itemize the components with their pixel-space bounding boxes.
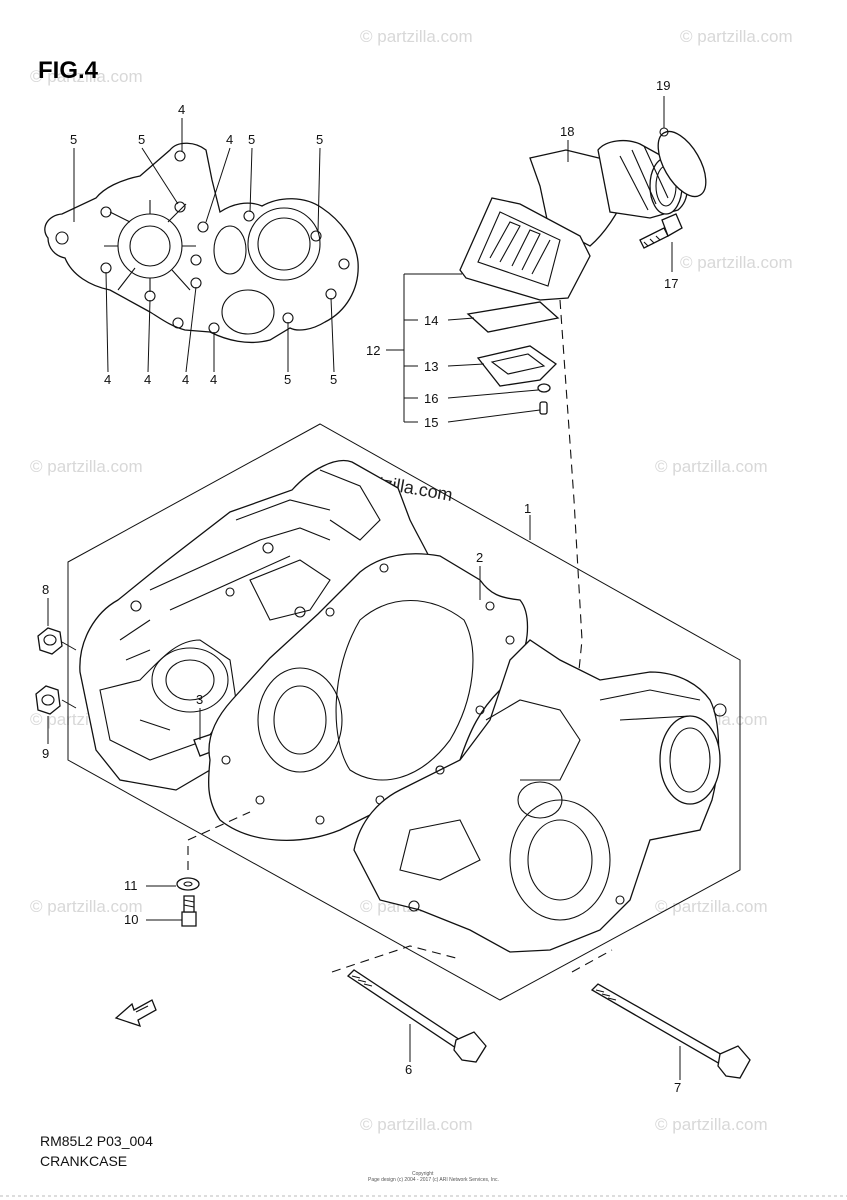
watermark: © partzilla.com	[30, 67, 143, 86]
leaders-bolts	[331, 945, 681, 1080]
watermark: © partzilla.com	[680, 253, 793, 272]
figure-name: CRANKCASE	[40, 1153, 127, 1169]
leaders-left	[47, 598, 251, 921]
watermark: © partzilla.com	[655, 897, 768, 916]
fastener-10	[181, 895, 197, 927]
callout-4[interactable]: 4	[210, 372, 217, 387]
bolt-17	[639, 213, 683, 249]
callout-13[interactable]: 13	[424, 359, 438, 374]
copyright-line: Page design (c) 2004 - 2017 (c) ARI Netw…	[368, 1177, 499, 1183]
callout-19[interactable]: 19	[656, 78, 670, 93]
callout-5[interactable]: 5	[248, 132, 255, 147]
watermark: © partzilla.com	[680, 27, 793, 46]
callout-11[interactable]: 11	[124, 878, 138, 893]
callout-8[interactable]: 8	[42, 582, 49, 597]
callout-4[interactable]: 4	[182, 372, 189, 387]
callout-4[interactable]: 4	[226, 132, 233, 147]
callout-4[interactable]: 4	[104, 372, 111, 387]
callout-17[interactable]: 17	[664, 276, 678, 291]
crankcase-right	[353, 639, 727, 953]
reed-valve	[459, 197, 591, 301]
callout-4[interactable]: 4	[178, 102, 185, 117]
bolt-7	[590, 983, 751, 1079]
crankcase-frame	[67, 423, 741, 1001]
fwd-arrow-icon	[114, 999, 157, 1028]
callout-2[interactable]: 2	[476, 550, 483, 565]
callout-3[interactable]: 3	[196, 692, 203, 707]
intake-pipe	[529, 127, 707, 247]
callout-12[interactable]: 12	[366, 343, 380, 358]
bolt-6	[346, 969, 487, 1063]
fastener-8	[37, 627, 63, 655]
reed-parts	[466, 301, 560, 415]
fastener-9	[35, 685, 61, 715]
copyright-line: Copyright	[412, 1171, 434, 1177]
callout-5[interactable]: 5	[316, 132, 323, 147]
callout-7[interactable]: 7	[674, 1080, 681, 1095]
callout-6[interactable]: 6	[405, 1062, 412, 1077]
cover-gasket	[44, 142, 359, 344]
callout-9[interactable]: 9	[42, 746, 49, 761]
callout-5[interactable]: 5	[330, 372, 337, 387]
watermark: © partzilla.com	[360, 1115, 473, 1134]
callout-14[interactable]: 14	[424, 313, 438, 328]
watermark: © partzilla.com	[655, 457, 768, 476]
callout-5[interactable]: 5	[70, 132, 77, 147]
fastener-11	[176, 877, 200, 891]
figure-title: FIG.4	[38, 57, 99, 84]
watermark: © partzilla.com	[655, 1115, 768, 1134]
callout-16[interactable]: 16	[424, 391, 438, 406]
leaders-gasket	[73, 118, 335, 373]
callout-10[interactable]: 10	[124, 912, 138, 927]
callout-5[interactable]: 5	[138, 132, 145, 147]
callout-15[interactable]: 15	[424, 415, 438, 430]
callout-18[interactable]: 18	[560, 124, 574, 139]
figure-code: RM85L2 P03_004	[40, 1133, 153, 1149]
callout-5[interactable]: 5	[284, 372, 291, 387]
leaders-intake	[386, 96, 673, 681]
watermark: © partzilla.com	[30, 457, 143, 476]
callout-4[interactable]: 4	[144, 372, 151, 387]
watermark: © partzilla.com	[30, 897, 143, 916]
watermark: © partzilla.com	[360, 27, 473, 46]
callout-1[interactable]: 1	[524, 501, 531, 516]
